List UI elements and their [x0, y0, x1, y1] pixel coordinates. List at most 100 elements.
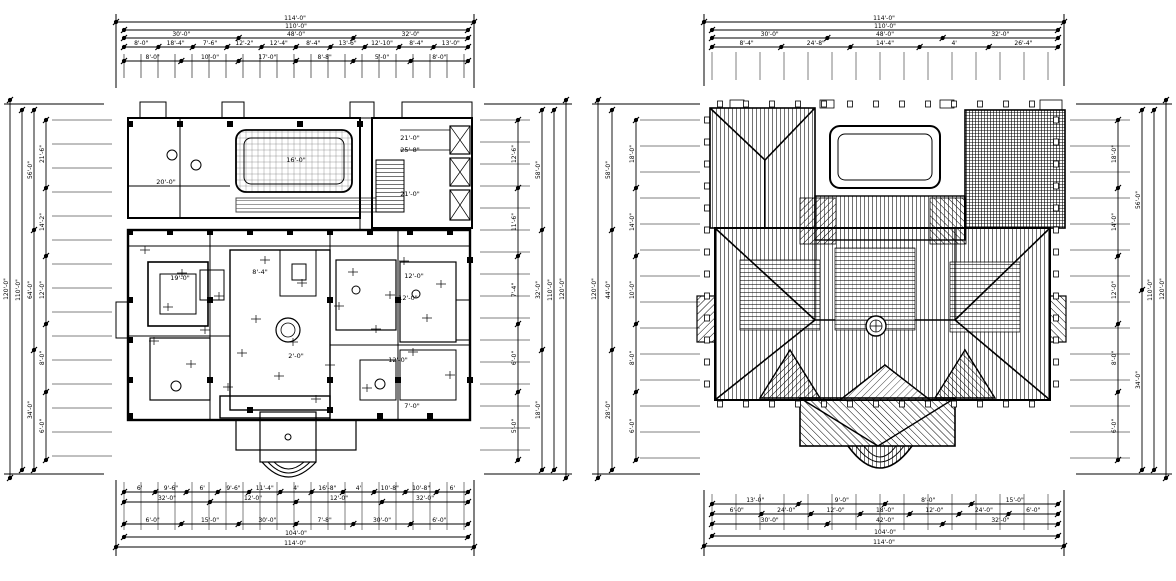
room-dimension-label: 25'-8"	[400, 146, 420, 154]
dimension-label: 8'-0"	[921, 497, 935, 504]
roof-surfaces	[696, 99, 1067, 469]
dimension-label: 6'-0"	[730, 507, 744, 514]
floor-plan-fixtures	[127, 121, 473, 419]
dimension-label: 9'-0"	[835, 497, 849, 504]
dimension-label: 12'-2"	[235, 40, 253, 47]
dimension-label: 30'-0"	[258, 517, 276, 524]
dimension-label: 110'-0"	[874, 23, 896, 30]
dimension-label: 44'-0"	[605, 281, 612, 299]
floor-plan-dimension-labels: 114'-0"110'-0"30'-0"48'-0"32'-0"8'-0"18'…	[3, 15, 566, 547]
dimension-label: 21'-6"	[39, 145, 46, 163]
dimension-label: 18'-0"	[535, 401, 542, 419]
dimension-label: 58'-0"	[605, 161, 612, 179]
roof-plan-markers	[704, 100, 1059, 408]
dimension-label: 12'-0"	[827, 507, 845, 514]
room-dimension-label: 12'-0"	[404, 272, 424, 280]
dimension-label: 6'-0"	[1026, 507, 1040, 514]
dimension-label: 28'-0"	[605, 401, 612, 419]
floor-plan-room-labels: 16'-0" 21'-0" 25'-8" 21'-0" 20'-0" 19'-0" 12'-…	[156, 134, 424, 410]
dimension-label: 120'-0"	[3, 278, 10, 300]
dimension-label: 5'-0"	[375, 54, 389, 61]
dimension-label: 8'-0"	[1111, 351, 1118, 365]
dimension-label: 24'-8"	[807, 40, 825, 47]
dimension-label: 14'-0"	[629, 213, 636, 231]
roof-plan-dimension-labels: 114'-0"110'-0"30'-0"48'-0"32'-0"8'-4"24'…	[591, 15, 1166, 546]
dimension-label: 32'-0"	[158, 495, 176, 502]
dimension-label: 8'-0"	[146, 54, 160, 61]
dimension-label: 30'-0"	[761, 31, 779, 38]
dimension-label: 34'-0"	[27, 401, 34, 419]
room-dimension-label: 16'-0"	[286, 156, 306, 164]
room-dimension-label: 8'-4"	[252, 268, 267, 276]
dimension-label: 8'-0"	[39, 351, 46, 365]
dimension-label: 32'-0"	[991, 517, 1009, 524]
dimension-label: 110'-0"	[15, 279, 22, 301]
dimension-label: 114'-0"	[873, 539, 895, 546]
dimension-label: 114'-0"	[873, 15, 895, 22]
dimension-label: 14'-4"	[876, 40, 894, 47]
dimension-label: 7'-6"	[203, 40, 217, 47]
dimension-label: 12'-0"	[39, 281, 46, 299]
dimension-label: 12'-0"	[1111, 281, 1118, 299]
dimension-label: 24'-0"	[975, 507, 993, 514]
dimension-label: 14'-2"	[39, 213, 46, 231]
dimension-label: 6'-0"	[39, 419, 46, 433]
room-dimension-label: 19'-0"	[170, 274, 190, 282]
room-dimension-label: 21'-0"	[400, 190, 420, 198]
dimension-label: 8'-4"	[409, 40, 423, 47]
dimension-label: 8'-4"	[306, 40, 320, 47]
dimension-label: 11'-6"	[511, 213, 518, 231]
dimension-label: 8'-0"	[629, 351, 636, 365]
dimension-label: 120'-0"	[1159, 278, 1166, 300]
dimension-label: 6'-0"	[511, 351, 518, 365]
dimension-label: 30'-0"	[373, 517, 391, 524]
dimension-label: 32'-0"	[416, 495, 434, 502]
dimension-label: 114'-0"	[284, 15, 306, 22]
dimension-label: 8'-0"	[432, 54, 446, 61]
dimension-label: 12'-0"	[244, 495, 262, 502]
dimension-label: 10'-0"	[629, 281, 636, 299]
dimension-label: 6'-0"	[146, 517, 160, 524]
dimension-label: 30'-0"	[172, 31, 190, 38]
dimension-label: 34'-0"	[1135, 371, 1142, 389]
dimension-label: 7'-4"	[511, 283, 518, 297]
dimension-label: 18'-0"	[629, 145, 636, 163]
floor-plan-drawing: 114'-0"110'-0"30'-0"48'-0"32'-0"8'-0"18'…	[3, 14, 572, 556]
dimension-label: 13'-0"	[442, 40, 460, 47]
dimension-label: 10'-8"	[412, 485, 430, 492]
floor-plan-dimension-lines	[4, 14, 572, 556]
dimension-label: 18'-4"	[167, 40, 185, 47]
dimension-label: 4'	[356, 485, 362, 492]
dimension-label: 18'-0"	[876, 507, 894, 514]
room-dimension-label: 7'-0"	[404, 402, 419, 410]
dimension-label: 56'-0"	[1135, 191, 1142, 209]
dimension-label: 13'-0"	[746, 497, 764, 504]
dimension-label: 6'-0"	[1111, 419, 1118, 433]
dimension-label: 120'-0"	[591, 278, 598, 300]
dimension-label: 4'	[293, 485, 299, 492]
dimension-label: 13'-6"	[339, 40, 357, 47]
dimension-label: 10'-8"	[381, 485, 399, 492]
dimension-label: 48'-0"	[876, 31, 894, 38]
dimension-label: 5'-0"	[511, 419, 518, 433]
dimension-label: 16'-8"	[318, 485, 336, 492]
dimension-label: 32'-0"	[402, 31, 420, 38]
dimension-label: 18'-0"	[1111, 145, 1118, 163]
dimension-label: 24'-0"	[777, 507, 795, 514]
dimension-label: 17'-0"	[258, 54, 276, 61]
dimension-label: 30'-0"	[761, 517, 779, 524]
room-dimension-label: 21'-0"	[400, 134, 420, 142]
room-dimension-label: 20'-0"	[156, 178, 176, 186]
dimension-label: 6'	[199, 485, 205, 492]
floor-plan-walls	[115, 101, 473, 478]
dimension-label: 6'-0"	[432, 517, 446, 524]
dimension-label: 6'	[450, 485, 456, 492]
dimension-label: 10'-0"	[201, 54, 219, 61]
dimension-label: 12'-4"	[270, 40, 288, 47]
dimension-label: 12'-10"	[371, 40, 393, 47]
dimension-label: 9'-6"	[164, 485, 178, 492]
dimension-label: 8'-8"	[318, 54, 332, 61]
dimension-label: 6'	[137, 485, 143, 492]
roof-plan-drawing: 114'-0"110'-0"30'-0"48'-0"32'-0"8'-4"24'…	[591, 14, 1172, 556]
